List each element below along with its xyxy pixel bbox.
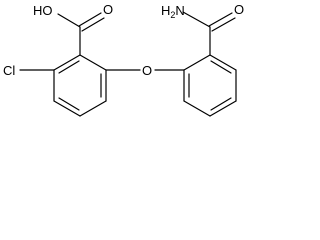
double-bond-inner-c6-c1: [58, 60, 80, 74]
bond-c6-c1: [53, 54, 81, 71]
bond-r6-r1: [183, 54, 211, 71]
amide-nitrogen-h: H: [161, 3, 170, 18]
amide-carbonyl-oxygen-label: O: [234, 2, 244, 17]
chlorine-substituent: Cl: [3, 63, 55, 78]
bond-c4-c5: [53, 100, 81, 117]
amide-nitrogen-label: H2N: [161, 3, 185, 20]
ether-linkage: O: [105, 63, 185, 78]
carboxylic-acid-group: HO O: [33, 2, 113, 56]
chemical-structure-diagram: HO O Cl O H2N O: [3, 2, 244, 117]
chlorine-label: Cl: [3, 63, 15, 78]
bond-c1-c2: [79, 54, 107, 71]
left-benzene-ring: [53, 54, 107, 117]
bond-r1-r2: [209, 54, 237, 71]
bond-r4-r5: [183, 100, 211, 117]
right-benzene-ring: [183, 54, 237, 117]
bond-carboxyl-to-hydroxyl: [57, 13, 81, 28]
amide-nitrogen-subscript: 2: [170, 10, 175, 20]
bond-amide-double-o-2: [211, 17, 236, 32]
amide-group: H2N O: [161, 2, 244, 56]
double-bond-inner-c4-c5: [58, 97, 80, 111]
bond-c3-c4: [79, 100, 107, 117]
bond-amide-double-o-1: [208, 12, 233, 27]
bond-amide-carbon-to-nitrogen: [182, 11, 211, 28]
bond-carboxyl-double-o-2: [81, 17, 105, 32]
amide-nitrogen-n: N: [175, 3, 184, 18]
acid-carbonyl-oxygen-label: O: [103, 2, 113, 17]
hydroxyl-label: HO: [33, 3, 53, 18]
double-bond-inner-r3-r4: [210, 97, 232, 111]
ether-oxygen-label: O: [142, 63, 152, 78]
bond-r3-r4: [209, 100, 237, 117]
double-bond-inner-r1-r2: [210, 60, 232, 74]
bond-carboxyl-double-o-1: [78, 12, 102, 27]
